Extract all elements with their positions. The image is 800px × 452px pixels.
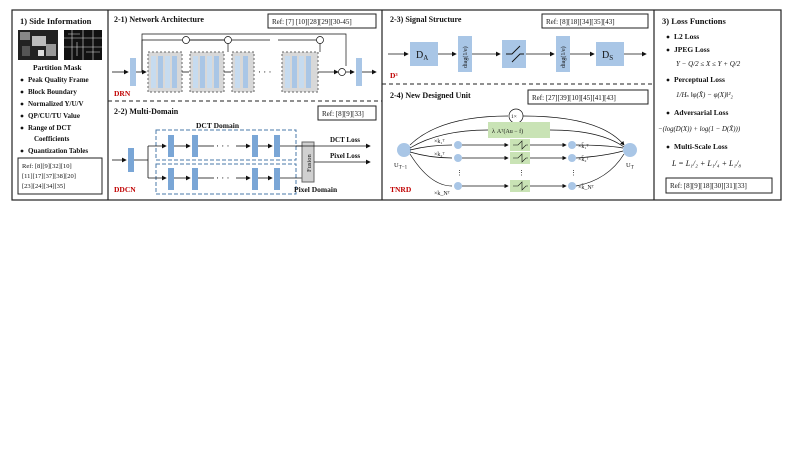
multi-domain-ref-box <box>317 105 377 121</box>
new-unit-title: 2-4) New Designed Unit <box>390 91 471 100</box>
partition-mask-caption: Partition Mask <box>33 63 82 72</box>
side-info-item: Range of DCT <box>28 124 71 132</box>
tnrd-output-label: UT <box>626 162 634 171</box>
side-info-ref-box <box>17 157 103 195</box>
new-unit-ref: Ref: [27][39][10][45][41][43] <box>532 94 616 102</box>
side-info-item: Block Boundary <box>28 88 77 96</box>
ddcn-diagram: · · · · · · Fusion DCT Loss Pixel Loss P… <box>112 129 371 195</box>
multi-domain-title: 2-2) Multi-Domain <box>114 107 179 116</box>
side-info-ref: [23][24][34][35] <box>22 183 65 190</box>
loss-item-jpeg: JPEG Loss <box>674 45 710 54</box>
signal-structure-ref-box <box>541 13 649 29</box>
loss-item-l2: L2 Loss <box>674 32 699 41</box>
side-info-item: QP/CU/TU Value <box>28 112 80 120</box>
drn-ellipsis: · · · <box>258 67 272 77</box>
side-info-item: Peak Quality Frame <box>28 76 89 84</box>
d3-diagram: DA diag(1/e) diag(1/e) DS <box>388 36 647 72</box>
side-info-title: 1) Side Information <box>20 16 92 26</box>
diag-label-2: diag(1/e) <box>560 46 567 68</box>
loss-ref: Ref: [8][9][18][30][31][33] <box>670 182 747 190</box>
times-in-3: ×k_Nᵀ <box>434 191 451 197</box>
new-unit-tag: TNRD <box>390 185 412 194</box>
signal-structure-ref: Ref: [8][18][34][35][43] <box>546 18 615 26</box>
signal-structure-tag: D³ <box>390 71 398 80</box>
diag-label-1: diag(1/e) <box>462 46 469 68</box>
signal-structure-title: 2-3) Signal Structure <box>390 15 462 24</box>
multi-domain-ref: Ref: [8][9][33] <box>322 110 364 118</box>
times-out-2: ×k̄₂ᵀ <box>578 156 589 163</box>
perceptual-formula: 1/Hₛ ‖φ(X̂) − φ(X)‖²₂ <box>676 91 733 99</box>
side-info-item: Coefficients <box>34 135 70 143</box>
pixel-loss-label: Pixel Loss <box>330 152 360 160</box>
ds-block: DS <box>602 50 613 62</box>
dct-domain-label: DCT Domain <box>196 121 240 130</box>
side-info-ref: Ref: [8][9][32][10] <box>22 163 72 170</box>
ddcn-ellipsis-top: · · · <box>216 141 230 151</box>
dct-loss-label: DCT Loss <box>330 136 360 144</box>
pixel-domain-label: Pixel Domain <box>294 185 338 194</box>
times-in-2: ×k₂ᵀ <box>434 152 445 158</box>
loss-ref-box <box>665 177 773 194</box>
times-out-3: ×k̄_Nᵀ <box>578 184 595 191</box>
one-times-label: 1× <box>511 114 517 120</box>
loss-item-adversarial: Adversarial Loss <box>674 108 728 117</box>
network-arch-tag: DRN <box>114 89 131 98</box>
multi-domain-tag: DDCN <box>114 185 136 194</box>
branch-ellipsis: ⋮ <box>518 169 525 177</box>
side-info-item: Normalized Y/U/V <box>28 100 84 108</box>
side-info-item: Quantization Tables <box>28 147 88 155</box>
adversarial-formula: −(log(D(X)) + log(1 − D(X̂))) <box>658 126 741 133</box>
jpeg-formula: Y − Q/2 ≤ X ≤ Y + Q/2 <box>676 60 741 68</box>
partition-mask-image <box>18 30 102 60</box>
new-unit-ref-box <box>527 89 649 105</box>
loss-title: 3) Loss Functions <box>662 16 726 26</box>
branch-ellipsis: ⋮ <box>570 169 577 177</box>
ddcn-ellipsis-bottom: · · · <box>216 173 230 183</box>
side-info-ref: [11][17][37][38][20] <box>22 173 76 180</box>
network-arch-ref: Ref: [7] [10][28][29][30-45] <box>272 18 352 26</box>
loss-item-multiscale: Multi-Scale Loss <box>674 142 728 151</box>
times-out-1: ×k̄₁ᵀ <box>578 143 589 150</box>
multiscale-formula: L = L₁/₂ + L₁/₄ + L₁/₈ <box>671 159 741 168</box>
times-in-1: ×k₁ᵀ <box>434 139 445 145</box>
drn-diagram: · · · <box>112 33 377 93</box>
tnrd-input-label: UT−1 <box>394 162 408 171</box>
loss-item-perceptual: Perceptual Loss <box>674 75 725 84</box>
fusion-label: Fusion <box>306 154 313 172</box>
branch-ellipsis: ⋮ <box>456 169 463 177</box>
side-info-list: Peak Quality Frame Block Boundary Normal… <box>20 76 89 155</box>
network-arch-ref-box <box>267 13 377 29</box>
da-block: DA <box>416 50 428 62</box>
outer-frame <box>11 9 782 201</box>
network-arch-title: 2-1) Network Architecture <box>114 15 204 24</box>
